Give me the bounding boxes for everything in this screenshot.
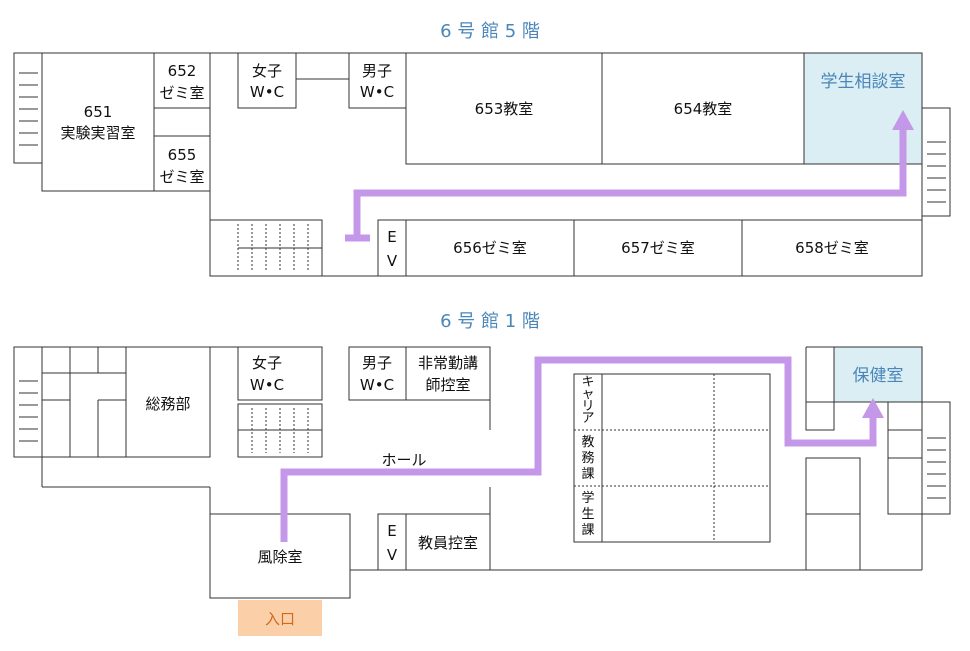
label-1f-ev-e: E xyxy=(387,522,396,540)
label-student-2: 生 xyxy=(581,507,594,522)
room-faculty-lounge xyxy=(405,513,491,571)
label-5f-wc-men-2: W•C xyxy=(360,83,394,101)
label-5f-wc-men-1: 男子 xyxy=(362,62,392,80)
label-faculty-lounge: 教員控室 xyxy=(418,534,478,552)
floor5-elevator xyxy=(377,219,407,277)
label-career-1: キ xyxy=(581,375,594,390)
label-academic-3: 課 xyxy=(581,466,594,482)
room-654 xyxy=(601,52,805,165)
label-656: 656ゼミ室 xyxy=(453,239,527,257)
label-general-affairs: 総務部 xyxy=(145,395,190,413)
floor1-right-small-room xyxy=(805,401,835,431)
label-career-4: ア xyxy=(581,411,594,426)
room-652 xyxy=(153,52,211,109)
floor5-left-stairs xyxy=(13,52,43,164)
room-health xyxy=(833,346,923,403)
label-1f-wc-men-2: W•C xyxy=(360,376,394,394)
floor5-route-arrow-icon xyxy=(892,110,914,130)
floor5-title: 6 号 館 5 階 xyxy=(440,21,540,42)
floor5-plan xyxy=(13,52,951,277)
label-academic-1: 教 xyxy=(581,434,594,450)
room-655 xyxy=(153,135,211,192)
label-5f-wc-women-1: 女子 xyxy=(252,62,282,80)
floor1-wc-women xyxy=(237,346,323,401)
room-653 xyxy=(405,52,603,165)
floor1-elevator xyxy=(377,513,407,571)
label-5f-ev-e: E xyxy=(387,228,396,246)
room-windbreak xyxy=(209,513,351,599)
floor1-wc-men xyxy=(348,346,407,401)
label-655-number: 655 xyxy=(168,146,197,164)
floor1-left-rooms xyxy=(41,346,127,458)
label-651-number: 651 xyxy=(84,103,113,121)
floor5-wc-women xyxy=(237,52,297,109)
label-5f-wc-women-2: W•C xyxy=(250,83,284,101)
floor5-wc-men xyxy=(348,52,407,109)
label-student-1: 学 xyxy=(581,490,594,506)
label-student-3: 課 xyxy=(581,522,594,538)
floor1-left-stairs xyxy=(13,346,43,458)
label-health: 保健室 xyxy=(853,366,904,386)
label-counseling: 学生相談室 xyxy=(821,72,906,92)
label-651-name: 実験実習室 xyxy=(60,124,135,142)
label-career-2: ャ xyxy=(581,387,594,402)
label-653: 653教室 xyxy=(475,100,534,118)
floor1-title: 6 号 館 1 階 xyxy=(440,311,540,332)
floor1-route-arrow-icon xyxy=(862,398,884,418)
floor5-right-stairs xyxy=(921,107,951,217)
office-counter xyxy=(573,373,771,543)
label-658: 658ゼミ室 xyxy=(795,239,869,257)
label-1f-wc-women-2: W•C xyxy=(250,376,284,394)
room-656 xyxy=(405,219,575,277)
room-651 xyxy=(41,52,155,192)
room-658 xyxy=(741,219,923,277)
label-1f-wc-women-1: 女子 xyxy=(252,354,282,372)
label-5f-ev-v: V xyxy=(387,252,398,270)
room-657 xyxy=(573,219,743,277)
label-657: 657ゼミ室 xyxy=(621,239,695,257)
label-career-3: リ xyxy=(581,399,594,414)
label-academic-2: 務 xyxy=(581,451,594,466)
label-654: 654教室 xyxy=(674,100,733,118)
label-parttime-2: 師控室 xyxy=(425,376,470,394)
label-hall: ホール xyxy=(381,451,426,469)
label-parttime-1: 非常勤講 xyxy=(418,354,478,372)
room-parttime-lecturers xyxy=(405,346,491,401)
label-652-number: 652 xyxy=(168,62,197,80)
floor5-route xyxy=(345,128,907,242)
label-655-name: ゼミ室 xyxy=(159,168,204,186)
label-windbreak: 風除室 xyxy=(257,548,302,566)
floor1-plan xyxy=(13,346,951,599)
entrance-marker xyxy=(238,600,322,636)
label-652-name: ゼミ室 xyxy=(159,84,204,102)
room-general-affairs xyxy=(125,346,211,458)
label-1f-ev-v: V xyxy=(387,546,398,564)
label-1f-wc-men-1: 男子 xyxy=(362,354,392,372)
label-entrance: 入口 xyxy=(265,610,295,628)
floor1-route xyxy=(280,356,877,542)
